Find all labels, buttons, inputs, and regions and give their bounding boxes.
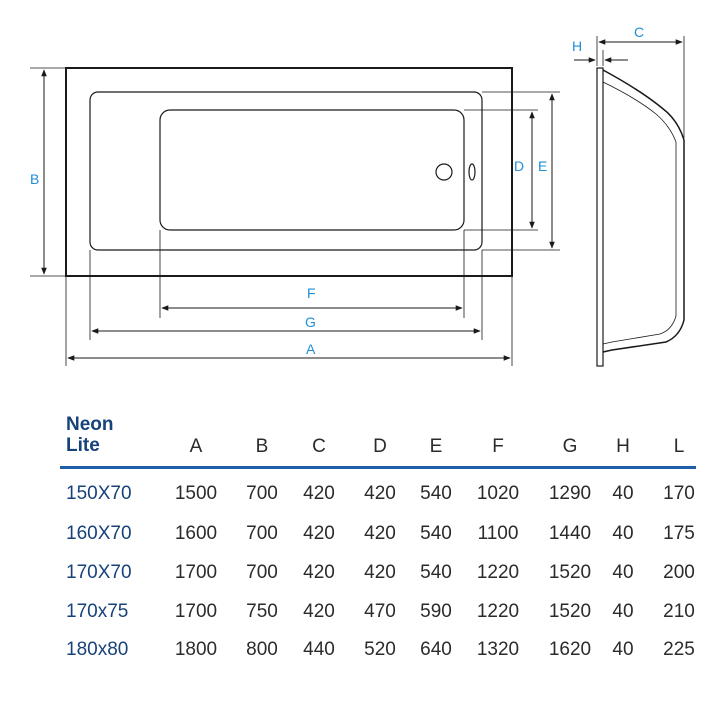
table-cell: 640 <box>420 639 452 660</box>
title-line-1: Neon <box>66 414 114 435</box>
table-cell: 40 <box>612 601 634 622</box>
side-view <box>596 67 685 367</box>
header-e: E <box>429 436 443 457</box>
dim-label-h: H <box>572 38 582 54</box>
dim-label-d: D <box>514 158 524 174</box>
table-cell: 175 <box>663 523 695 544</box>
header-a: A <box>189 436 203 457</box>
table-cell: 40 <box>612 562 634 583</box>
table-cell: 1320 <box>476 639 520 660</box>
model-label: 180x80 <box>66 639 129 660</box>
table-cell: 1290 <box>548 483 592 504</box>
side-profile-inner <box>602 81 677 345</box>
table-cell: 1220 <box>476 601 520 622</box>
table-cell: 1800 <box>174 639 218 660</box>
dim-label-b: B <box>30 171 39 187</box>
extension-lines <box>30 67 560 366</box>
table-cell: 1020 <box>476 483 520 504</box>
tub-basin <box>159 109 465 231</box>
header-d: D <box>373 436 387 457</box>
header-b: B <box>255 436 269 457</box>
dim-label-g: G <box>305 314 316 330</box>
table-cell: 800 <box>246 639 278 660</box>
table-cell: 420 <box>364 562 396 583</box>
header-h: H <box>616 436 630 457</box>
table-cell: 40 <box>612 639 634 660</box>
table-cell: 700 <box>246 523 278 544</box>
side-dimensions <box>574 36 685 138</box>
table-cell: 40 <box>612 523 634 544</box>
table-title: Neon Lite <box>66 414 114 456</box>
drain-icon <box>435 163 453 181</box>
dimension-lines <box>41 69 555 361</box>
model-label: 150X70 <box>66 483 132 504</box>
table-cell: 1600 <box>174 523 218 544</box>
model-label: 160X70 <box>66 523 132 544</box>
table-cell: 1700 <box>174 601 218 622</box>
table-cell: 700 <box>246 562 278 583</box>
title-line-2: Lite <box>66 435 100 456</box>
table-cell: 210 <box>663 601 695 622</box>
table-cell: 420 <box>303 523 335 544</box>
overflow-icon <box>468 163 476 181</box>
side-rim <box>596 67 604 367</box>
table-cell: 540 <box>420 562 452 583</box>
table-cell: 750 <box>246 601 278 622</box>
header-l: L <box>673 436 685 457</box>
table-cell: 170 <box>663 483 695 504</box>
header-g: G <box>562 436 578 457</box>
table-cell: 470 <box>364 601 396 622</box>
table-cell: 520 <box>364 639 396 660</box>
table-cell: 1220 <box>476 562 520 583</box>
tub-inner-rim <box>89 91 483 251</box>
table-cell: 225 <box>663 639 695 660</box>
table-cell: 200 <box>663 562 695 583</box>
table-cell: 1500 <box>174 483 218 504</box>
top-view <box>65 67 513 277</box>
table-cell: 540 <box>420 523 452 544</box>
table-cell: 700 <box>246 483 278 504</box>
table-cell: 1620 <box>548 639 592 660</box>
table-cell: 420 <box>364 523 396 544</box>
dim-label-e: E <box>538 158 547 174</box>
side-profile-outer <box>602 69 685 353</box>
table-cell: 420 <box>303 562 335 583</box>
dim-label-f: F <box>307 285 316 301</box>
header-f: F <box>492 436 504 457</box>
model-label: 170x75 <box>66 601 129 622</box>
table-cell: 40 <box>612 483 634 504</box>
table-cell: 420 <box>303 601 335 622</box>
dim-label-c: C <box>634 24 644 40</box>
table-cell: 1440 <box>548 523 592 544</box>
table-cell: 590 <box>420 601 452 622</box>
table-cell: 440 <box>303 639 335 660</box>
table-cell: 1700 <box>174 562 218 583</box>
table-cell: 420 <box>303 483 335 504</box>
table-cell: 1520 <box>548 562 592 583</box>
dim-label-a: A <box>306 341 316 357</box>
header-rule <box>60 466 696 469</box>
table-cell: 420 <box>364 483 396 504</box>
table-cell: 1100 <box>477 523 519 544</box>
model-label: 170X70 <box>66 562 132 583</box>
header-c: C <box>312 436 326 457</box>
table-cell: 540 <box>420 483 452 504</box>
tub-outer-rim <box>65 67 513 277</box>
table-cell: 1520 <box>548 601 592 622</box>
